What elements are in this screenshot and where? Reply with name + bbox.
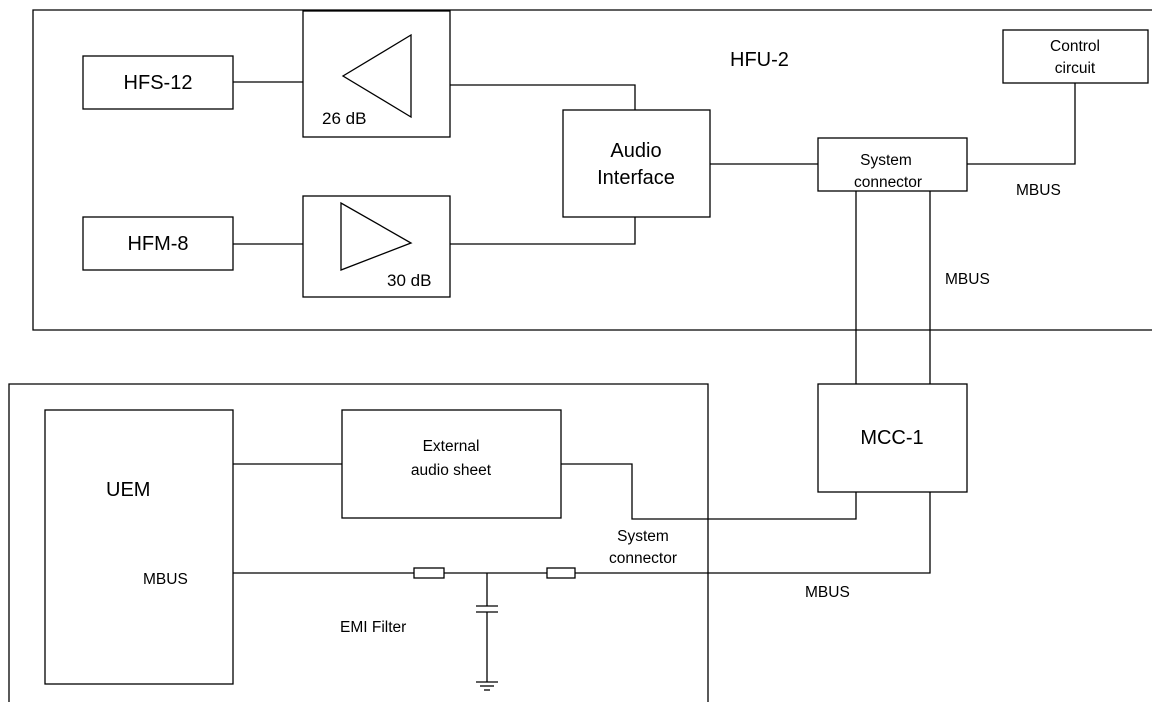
speaker-block: HFS-12 bbox=[82, 55, 234, 110]
microphone-box bbox=[82, 216, 234, 271]
phone-enclosure bbox=[8, 383, 709, 702]
hfu-frame bbox=[32, 9, 1152, 331]
amplifier-right-triangle-icon bbox=[340, 201, 413, 271]
hfu-enclosure: HFU-2 bbox=[32, 9, 1152, 331]
hfu-wiring: MBUS MBUS bbox=[233, 81, 1076, 384]
speaker-box bbox=[82, 55, 234, 110]
uem-block: UEM MBUS bbox=[44, 409, 234, 685]
emi-filter-resistor-right bbox=[546, 567, 576, 579]
speaker-amplifier-gain: 26 dB bbox=[322, 109, 366, 128]
audio-interface-label-line1: Audio bbox=[610, 140, 661, 162]
phone-system-connector-label-line1: System bbox=[617, 528, 669, 545]
uem-label: UEM bbox=[106, 479, 150, 501]
wire-amp-to-audio-interface-lower bbox=[450, 217, 636, 245]
phone-wiring bbox=[233, 463, 931, 691]
hfu-mbus-label-right: MBUS bbox=[1016, 182, 1061, 199]
mcc-block: MCC-1 bbox=[817, 383, 968, 493]
microphone-amplifier: 30 dB bbox=[302, 195, 451, 298]
mcc-box bbox=[817, 383, 968, 493]
wire-mbus-to-mcc bbox=[575, 492, 931, 574]
audio-interface-label-line2: Interface bbox=[597, 167, 675, 189]
external-audio-label-line1: External bbox=[423, 438, 480, 455]
speaker-label: HFS-12 bbox=[124, 72, 193, 94]
emi-filter-label: EMI Filter bbox=[340, 619, 406, 636]
control-circuit-label-line1: Control bbox=[1050, 38, 1100, 55]
speaker-amplifier: 26 dB bbox=[302, 10, 451, 138]
microphone-label: HFM-8 bbox=[127, 233, 188, 255]
hfu-title: HFU-2 bbox=[730, 49, 789, 71]
uem-box bbox=[44, 409, 234, 685]
audio-interface-box bbox=[562, 109, 711, 218]
external-audio-block: External audio sheet bbox=[341, 409, 562, 519]
control-circuit: Control circuit bbox=[1002, 29, 1149, 84]
wire-connector-to-control bbox=[967, 83, 1076, 165]
hfu-mbus-label-vertical: MBUS bbox=[945, 271, 990, 288]
microphone-block: HFM-8 bbox=[82, 216, 234, 271]
uem-mbus-label: MBUS bbox=[143, 571, 188, 588]
hfu-system-connector-label-line1: System bbox=[860, 152, 912, 169]
microphone-amplifier-gain: 30 dB bbox=[387, 271, 431, 290]
wire-amp-to-audio-interface bbox=[450, 84, 636, 110]
phone-mbus-label-bottom: MBUS bbox=[805, 584, 850, 601]
control-circuit-label-line2: circuit bbox=[1055, 60, 1096, 77]
hfu-system-connector-label-line2: connector bbox=[854, 174, 922, 191]
amplifier-left-triangle-icon bbox=[341, 33, 412, 119]
phone-frame bbox=[8, 383, 709, 702]
phone-system-connector-label-line2: connector bbox=[609, 550, 677, 567]
hfu-system-connector: System connector bbox=[817, 137, 968, 192]
hfu-system-connector-box bbox=[817, 137, 968, 192]
emi-filter-resistor-left bbox=[413, 567, 445, 579]
mcc-label: MCC-1 bbox=[860, 427, 923, 449]
wire-external-audio-to-mcc bbox=[561, 463, 857, 520]
external-audio-label-line2: audio sheet bbox=[411, 462, 492, 479]
microphone-amplifier-box bbox=[302, 195, 451, 298]
speaker-amplifier-box bbox=[302, 10, 451, 138]
audio-interface: Audio Interface bbox=[562, 109, 711, 218]
